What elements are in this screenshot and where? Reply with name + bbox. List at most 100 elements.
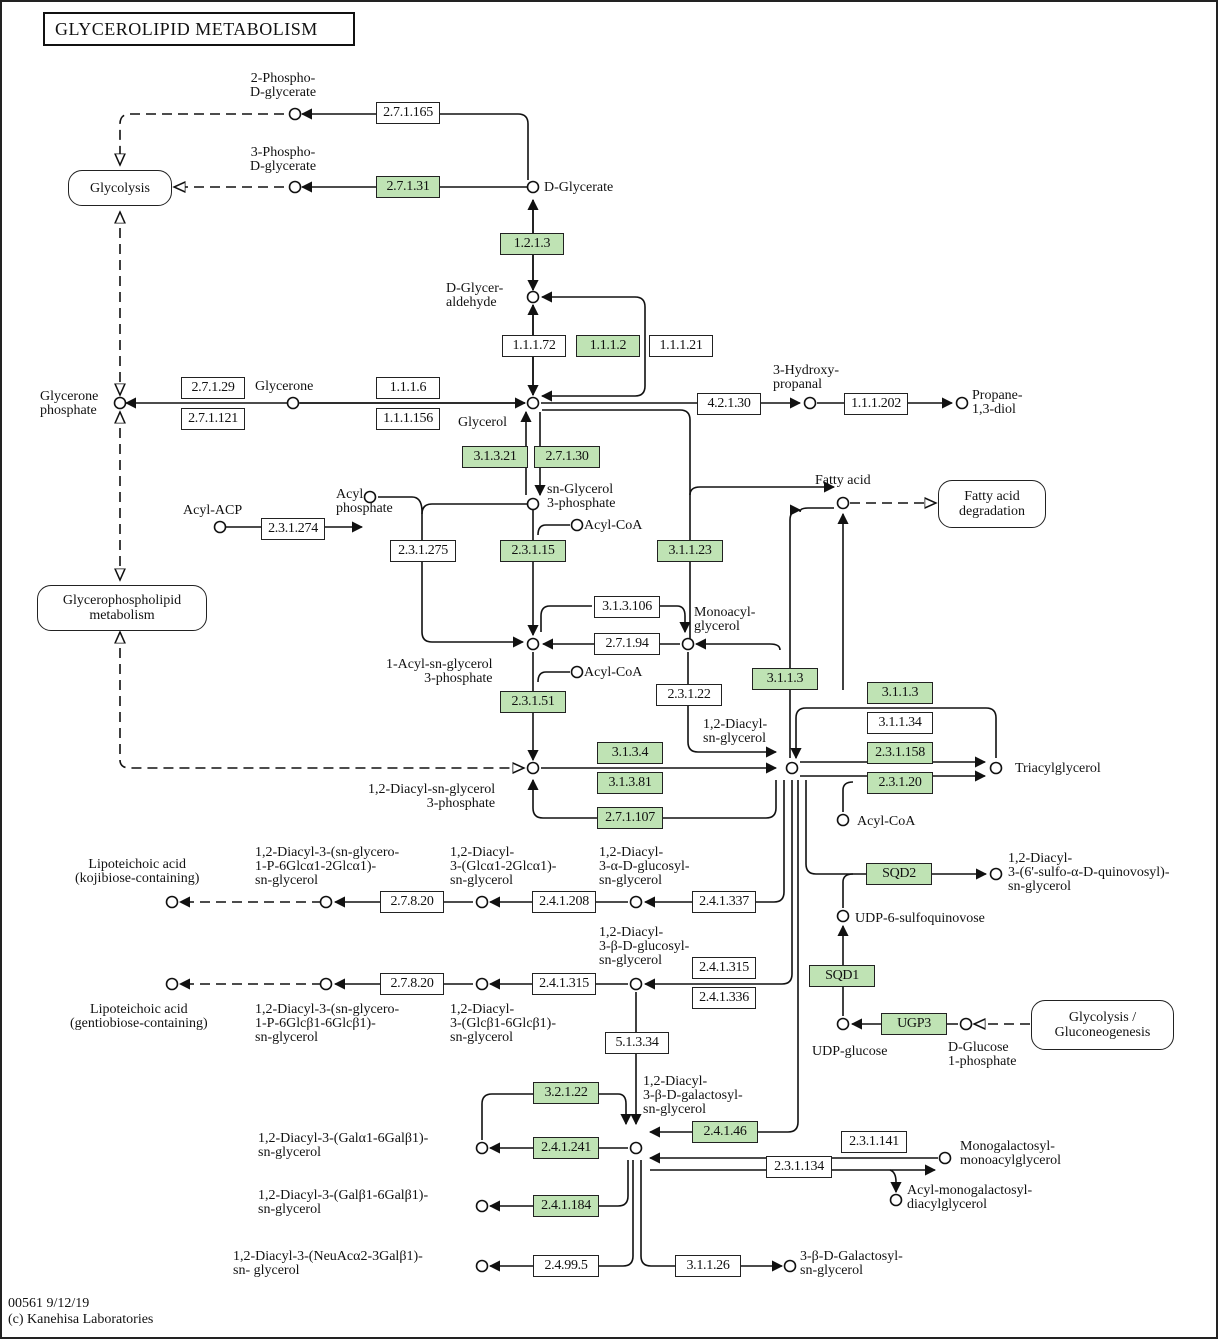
compound-node[interactable] xyxy=(526,180,540,194)
compound-node[interactable] xyxy=(959,1017,973,1031)
compound-triacylglycerol[interactable]: Triacylglycerol xyxy=(1015,761,1101,776)
compound-1-2-diacyl-sn-glycerol[interactable]: 1,2-Diacyl- sn-glycerol xyxy=(703,717,768,746)
compound-dg-alpha-glucosyl[interactable]: 1,2-Diacyl- 3-α-D-glucosyl- sn-glycerol xyxy=(599,845,690,888)
compound-dg-glcb-glcb[interactable]: 1,2-Diacyl- 3-(Glcβ1-6Glcβ1)- sn-glycero… xyxy=(450,1002,556,1045)
compound-node[interactable] xyxy=(319,895,333,909)
compound-acyl-acp[interactable]: Acyl-ACP xyxy=(183,503,243,518)
enzyme-2-3-1-158[interactable]: 2.3.1.158 xyxy=(867,742,933,764)
compound-glycerone-phosphate[interactable]: Glycerone phosphate xyxy=(40,389,99,418)
compound-dg-neuac-galb[interactable]: 1,2-Diacyl-3-(NeuAcα2-3Galβ1)- sn- glyce… xyxy=(233,1249,423,1278)
enzyme-2-4-1-46[interactable]: 2.4.1.46 xyxy=(692,1121,758,1143)
enzyme-2-4-1-241[interactable]: 2.4.1.241 xyxy=(533,1137,599,1159)
enzyme-2-7-1-165[interactable]: 2.7.1.165 xyxy=(376,102,440,124)
enzyme-2-4-1-315[interactable]: 2.4.1.315 xyxy=(692,957,756,979)
enzyme-1-1-1-21[interactable]: 1.1.1.21 xyxy=(649,335,713,357)
enzyme-sqd1[interactable]: SQD1 xyxy=(809,965,875,987)
enzyme-4-2-1-30[interactable]: 4.2.1.30 xyxy=(697,393,761,415)
compound-node[interactable] xyxy=(288,180,302,194)
enzyme-1-1-1-6[interactable]: 1.1.1.6 xyxy=(376,377,440,399)
compound-dg-beta-galactosyl[interactable]: 1,2-Diacyl- 3-β-D-galactosyl- sn-glycero… xyxy=(643,1074,743,1117)
enzyme-1-1-1-156[interactable]: 1.1.1.156 xyxy=(376,408,440,430)
enzyme-ugp3[interactable]: UGP3 xyxy=(881,1013,947,1035)
compound-node[interactable] xyxy=(836,1017,850,1031)
enzyme-2-3-1-274[interactable]: 2.3.1.274 xyxy=(261,518,325,540)
compound-node[interactable] xyxy=(319,977,333,991)
pathway-link-glycerophospholipid[interactable]: Glycerophospholipid metabolism xyxy=(37,585,207,631)
compound-node[interactable] xyxy=(475,977,489,991)
enzyme-2-7-1-107[interactable]: 2.7.1.107 xyxy=(597,807,663,829)
enzyme-1-2-1-3[interactable]: 1.2.1.3 xyxy=(500,233,564,255)
compound-node[interactable] xyxy=(570,665,584,679)
compound-3-hydroxypropanal[interactable]: 3-Hydroxy- propanal xyxy=(773,363,840,392)
compound-node[interactable] xyxy=(570,518,584,532)
compound-lipoteichoic-acid-gentiobiose[interactable]: Lipoteichoic acid (gentiobiose-containin… xyxy=(70,1002,208,1031)
enzyme-2-3-1-275[interactable]: 2.3.1.275 xyxy=(390,540,456,562)
compound-node[interactable] xyxy=(681,637,695,651)
compound-1-2-diacyl-sn-glycerol-3-phosphate[interactable]: 1,2-Diacyl-sn-glycerol 3-phosphate xyxy=(368,782,496,811)
compound-acyl-monogalactosyl-diacylglycerol[interactable]: Acyl-monogalactosyl- diacylglycerol xyxy=(907,1183,1033,1212)
enzyme-2-3-1-22[interactable]: 2.3.1.22 xyxy=(656,684,722,706)
enzyme-2-4-1-337[interactable]: 2.4.1.337 xyxy=(692,891,756,913)
enzyme-3-1-1-23[interactable]: 3.1.1.23 xyxy=(657,540,723,562)
compound-node[interactable] xyxy=(475,895,489,909)
enzyme-2-3-1-15[interactable]: 2.3.1.15 xyxy=(500,540,566,562)
compound-node[interactable] xyxy=(363,490,377,504)
compound-node[interactable] xyxy=(783,1259,797,1273)
enzyme-2-7-8-20[interactable]: 2.7.8.20 xyxy=(380,891,444,913)
compound-node[interactable] xyxy=(526,497,540,511)
pathway-link-fatty-acid-degradation[interactable]: Fatty acid degradation xyxy=(938,480,1046,528)
compound-node[interactable] xyxy=(989,761,1003,775)
compound-acyl-phosphate[interactable]: Acyl phosphate xyxy=(336,487,393,516)
compound-propane-1-3-diol[interactable]: Propane- 1,3-diol xyxy=(972,388,1023,417)
compound-2-phospho-d-glycerate[interactable]: 2-Phospho- D-glycerate xyxy=(250,71,317,100)
compound-dg-beta-glucosyl[interactable]: 1,2-Diacyl- 3-β-D-glucosyl- sn-glycerol xyxy=(599,925,690,968)
enzyme-2-4-99-5[interactable]: 2.4.99.5 xyxy=(533,1255,599,1277)
compound-node[interactable] xyxy=(955,396,969,410)
enzyme-3-1-3-21[interactable]: 3.1.3.21 xyxy=(462,446,528,468)
enzyme-2-4-1-184[interactable]: 2.4.1.184 xyxy=(533,1195,599,1217)
compound-galactosyl-glycerol[interactable]: 3-β-D-Galactosyl- sn-glycerol xyxy=(800,1249,903,1278)
compound-d-glycerate[interactable]: D-Glycerate xyxy=(544,180,614,195)
enzyme-1-1-1-202[interactable]: 1.1.1.202 xyxy=(844,393,908,415)
enzyme-3-1-1-26[interactable]: 3.1.1.26 xyxy=(675,1255,741,1277)
enzyme-3-1-3-4[interactable]: 3.1.3.4 xyxy=(597,742,663,764)
compound-acyl-coa[interactable]: Acyl-CoA xyxy=(584,665,643,680)
compound-udp-6-sulfoquinovose[interactable]: UDP-6-sulfoquinovose xyxy=(855,911,985,926)
compound-node[interactable] xyxy=(165,895,179,909)
compound-node[interactable] xyxy=(526,761,540,775)
compound-node[interactable] xyxy=(629,895,643,909)
enzyme-3-1-1-3[interactable]: 3.1.1.3 xyxy=(867,682,933,704)
enzyme-sqd2[interactable]: SQD2 xyxy=(866,863,932,885)
pathway-link-glycolysis-gluconeogenesis[interactable]: Glycolysis / Gluconeogenesis xyxy=(1031,1000,1174,1050)
compound-glycerone[interactable]: Glycerone xyxy=(255,379,314,394)
enzyme-2-7-1-121[interactable]: 2.7.1.121 xyxy=(181,408,245,430)
enzyme-2-3-1-141[interactable]: 2.3.1.141 xyxy=(841,1131,907,1153)
compound-dg-glca-glca[interactable]: 1,2-Diacyl- 3-(Glcα1-2Glcα1)- sn-glycero… xyxy=(450,845,557,888)
enzyme-2-7-8-20[interactable]: 2.7.8.20 xyxy=(380,973,444,995)
compound-node[interactable] xyxy=(475,1141,489,1155)
compound-node[interactable] xyxy=(475,1259,489,1273)
compound-sn-glycerol-3-phosphate[interactable]: sn-Glycerol 3-phosphate xyxy=(547,482,616,511)
enzyme-3-1-3-106[interactable]: 3.1.3.106 xyxy=(594,596,660,618)
compound-node[interactable] xyxy=(785,761,799,775)
enzyme-1-1-1-72[interactable]: 1.1.1.72 xyxy=(502,335,566,357)
compound-monogalactosyl-monoacylglycerol[interactable]: Monogalactosyl- monoacylglycerol xyxy=(960,1139,1062,1168)
compound-node[interactable] xyxy=(526,396,540,410)
compound-node[interactable] xyxy=(165,977,179,991)
enzyme-2-3-1-20[interactable]: 2.3.1.20 xyxy=(867,772,933,794)
compound-node[interactable] xyxy=(889,1193,903,1207)
pathway-link-glycolysis[interactable]: Glycolysis xyxy=(68,170,172,206)
compound-dg-sn-glycero-kojibiose[interactable]: 1,2-Diacyl-3-(sn-glycero- 1-P-6Glcα1-2Gl… xyxy=(255,845,400,888)
compound-acyl-coa[interactable]: Acyl-CoA xyxy=(857,814,916,829)
compound-d-glucose-1-phosphate[interactable]: D-Glucose 1-phosphate xyxy=(948,1040,1017,1069)
compound-node[interactable] xyxy=(836,909,850,923)
compound-acyl-coa[interactable]: Acyl-CoA xyxy=(584,518,643,533)
compound-node[interactable] xyxy=(526,637,540,651)
compound-glycerol[interactable]: Glycerol xyxy=(458,415,507,430)
compound-node[interactable] xyxy=(113,396,127,410)
enzyme-2-7-1-29[interactable]: 2.7.1.29 xyxy=(181,377,245,399)
compound-dg-galb-galb[interactable]: 1,2-Diacyl-3-(Galβ1-6Galβ1)- sn-glycerol xyxy=(258,1188,429,1217)
compound-node[interactable] xyxy=(803,396,817,410)
compound-node[interactable] xyxy=(629,977,643,991)
enzyme-2-7-1-94[interactable]: 2.7.1.94 xyxy=(594,633,660,655)
